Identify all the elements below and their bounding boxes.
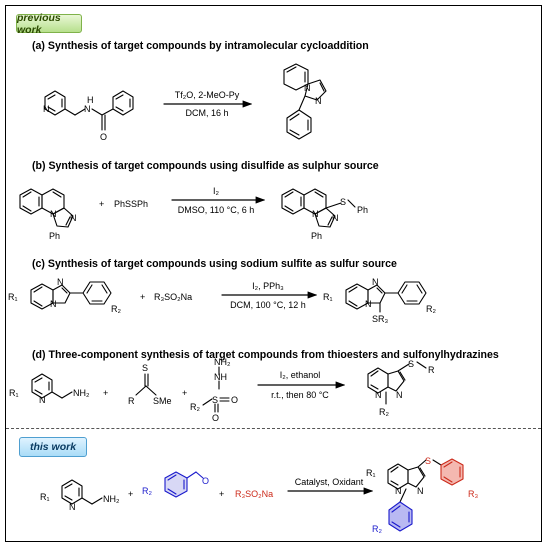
section-c-reactant — [30, 281, 112, 310]
section-c-r1: R₁ — [8, 292, 18, 302]
this-work-plus1: + — [128, 489, 133, 499]
section-c-product-sr3: SR₃ — [372, 314, 389, 324]
section-d-r2: R₂ — [190, 402, 200, 412]
section-divider — [6, 428, 541, 429]
section-c-n2: N — [50, 299, 57, 309]
section-b-condition-bottom: DMSO, 110 °C, 6 h — [178, 205, 254, 215]
section-a-product-n1: N — [304, 83, 311, 93]
section-d-sulfonylhydrazine — [202, 366, 230, 413]
section-d-nh2: NH₂ — [73, 388, 90, 398]
this-work-product-blue-ring — [388, 501, 413, 532]
section-b-product-s: S — [340, 197, 346, 207]
section-d-hydrazine-nh: NH — [214, 372, 227, 382]
section-b-reactant-n2: N — [70, 213, 77, 223]
section-c-product-r2: R₂ — [426, 304, 436, 314]
this-work-nh2: NH₂ — [103, 494, 120, 504]
section-a-carbonyl-o: O — [100, 132, 107, 142]
this-work-plus2: + — [219, 489, 224, 499]
this-work-r1: R₁ — [40, 492, 50, 502]
section-b-product-n2: N — [332, 213, 339, 223]
section-d-o2: O — [231, 395, 238, 405]
this-work-aldehyde — [164, 471, 204, 498]
section-d-o1: O — [212, 413, 219, 423]
this-work-aldehyde-o: O — [202, 476, 209, 486]
this-work-product-s: S — [425, 456, 431, 466]
section-c-title: (c) Synthesis of target compounds using … — [32, 258, 397, 270]
this-work-product-n1: N — [395, 486, 402, 496]
section-c-product-n2: N — [365, 299, 372, 309]
section-a-pyridine-n: N — [43, 104, 50, 114]
section-d-product — [367, 361, 427, 405]
section-b-product-ph: Ph — [311, 231, 322, 241]
section-c-condition-bottom: DCM, 100 °C, 12 h — [230, 300, 306, 310]
this-work-product — [387, 459, 442, 503]
section-d-plus2: + — [182, 388, 187, 398]
this-work-product-red-ring — [440, 458, 464, 486]
section-b-product-n1: N — [312, 209, 319, 219]
this-work-amine-n: N — [69, 502, 76, 512]
section-d-product-n2: N — [396, 390, 403, 400]
this-work-product-r1: R₁ — [366, 468, 376, 478]
section-b-product-sph: Ph — [357, 205, 368, 215]
section-b-reactant-ph: Ph — [49, 231, 60, 241]
previous-work-badge: previous work — [16, 12, 82, 36]
section-b-condition-top: I₂ — [213, 186, 220, 196]
section-d-condition-bottom: r.t., then 80 °C — [271, 390, 329, 400]
section-d-thioester-s: S — [142, 363, 148, 373]
this-work-badge: this work — [19, 437, 87, 457]
section-a-condition-top: Tf₂O, 2-MeO-Py — [175, 90, 240, 100]
section-a-product — [283, 63, 327, 140]
section-b-reactant — [19, 188, 74, 228]
section-a-condition-bottom: DCM, 16 h — [185, 108, 228, 118]
this-work-r2: R₂ — [142, 486, 152, 496]
section-b-plus: + — [99, 199, 104, 209]
section-d-sulfonyl-s: S — [212, 395, 218, 405]
section-c-n1: N — [57, 277, 64, 287]
section-d-amine-n: N — [39, 395, 46, 405]
this-work-product-n2: N — [417, 486, 424, 496]
section-b-product — [281, 188, 356, 228]
section-c-product-r1: R₁ — [323, 292, 333, 302]
section-d-product-s: S — [408, 359, 414, 369]
section-c-plus: + — [140, 292, 145, 302]
this-work-amine — [61, 479, 103, 505]
section-c-product-n1: N — [372, 277, 379, 287]
section-d-title: (d) Three-component synthesis of target … — [32, 349, 499, 361]
section-a-product-n2: N — [315, 96, 322, 106]
this-work-reagent: R₃SO₂Na — [235, 489, 273, 499]
section-b-title: (b) Synthesis of target compounds using … — [32, 160, 379, 172]
this-work-product-r2: R₂ — [372, 524, 382, 534]
section-d-product-r2: R₂ — [379, 407, 389, 417]
section-d-plus1: + — [103, 388, 108, 398]
section-a-amide-n: N — [84, 104, 91, 114]
section-c-condition-top: I₂, PPh₃ — [252, 281, 284, 291]
scheme-frame — [5, 5, 542, 542]
section-d-product-r: R — [428, 365, 435, 375]
section-a-title: (a) Synthesis of target compounds by int… — [32, 40, 369, 52]
section-b-reactant-n1: N — [50, 209, 57, 219]
section-c-r2: R₂ — [111, 304, 121, 314]
section-d-thioester-sme: SMe — [153, 396, 172, 406]
section-d-product-n1: N — [375, 390, 382, 400]
section-d-amine — [31, 373, 73, 399]
section-c-product — [345, 281, 427, 313]
section-a-reactant — [44, 90, 134, 131]
section-d-thioester — [135, 373, 157, 396]
section-c-reagent: R₃SO₂Na — [154, 292, 192, 302]
section-d-condition-top: I₂, ethanol — [280, 370, 321, 380]
section-b-reagent: PhSSPh — [114, 199, 148, 209]
section-d-thioester-r: R — [128, 396, 135, 406]
this-work-condition: Catalyst, Oxidant — [295, 477, 364, 487]
section-d-r1: R₁ — [9, 388, 19, 398]
this-work-product-r3: R₃ — [468, 489, 478, 499]
section-a-amide-h: H — [87, 95, 94, 105]
section-d-hydrazine-nh2: NH₂ — [214, 357, 231, 367]
